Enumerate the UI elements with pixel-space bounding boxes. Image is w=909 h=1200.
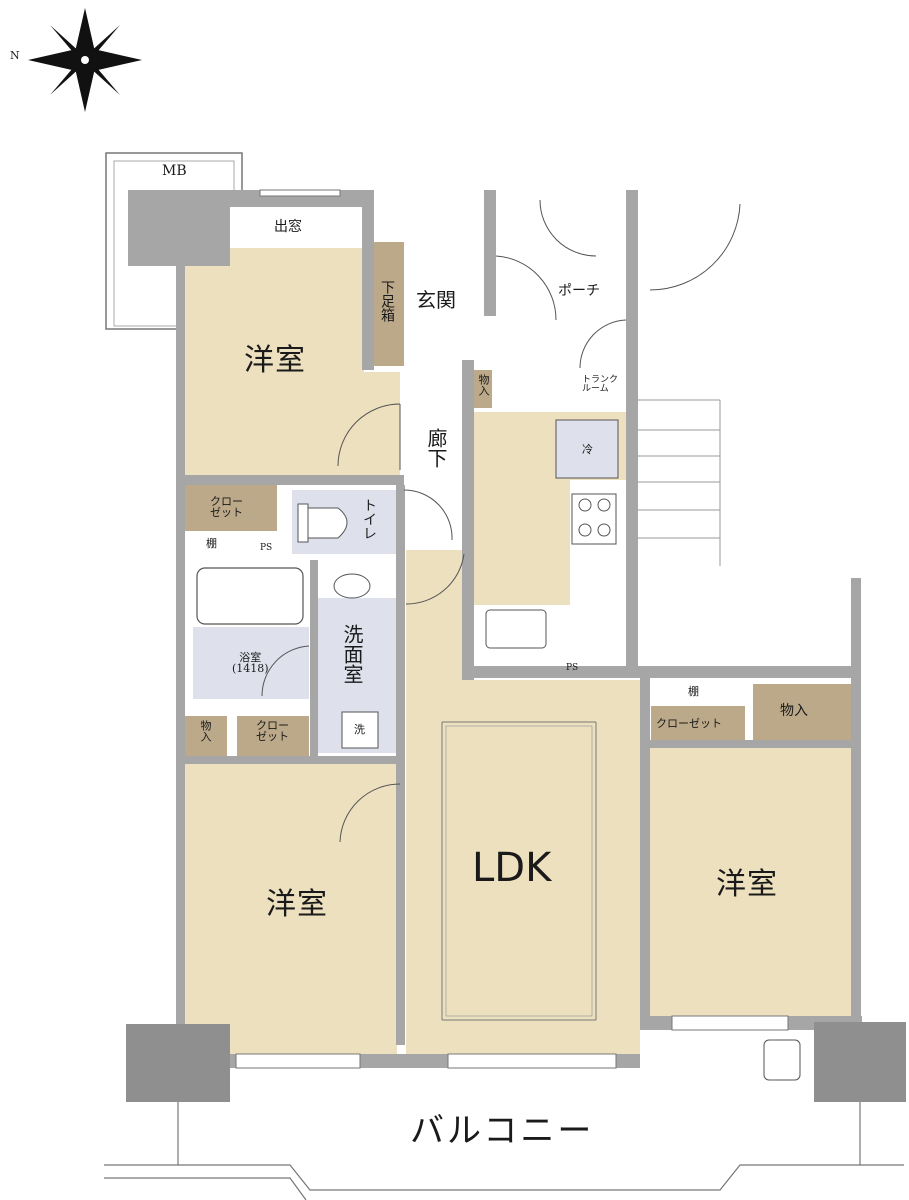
demado-area	[230, 207, 364, 248]
balcony-label: バルコニー	[410, 1111, 595, 1151]
compass-north-label: N	[10, 49, 20, 62]
monoire-small	[474, 370, 492, 408]
bathtub	[196, 567, 304, 625]
fridge-box	[555, 419, 619, 479]
kitchen-counter	[474, 412, 570, 605]
sink	[485, 609, 547, 649]
western-room-sw-label: 洋室	[266, 887, 328, 922]
ldk-label: LDK	[472, 845, 552, 891]
western-room-sw	[183, 764, 397, 1054]
compass-icon	[28, 8, 142, 112]
genkan-label: 玄関	[416, 288, 456, 312]
closet-sw	[237, 716, 309, 756]
monoire-small-label: 物入	[477, 374, 490, 396]
balcony-rail	[104, 1102, 904, 1200]
ac-unit	[763, 1039, 801, 1081]
fridge-label: 冷	[582, 443, 593, 456]
demado-label: 出窓	[274, 219, 302, 235]
shoe-box-label: 下足箱	[379, 280, 395, 322]
mb-label: MB	[162, 163, 187, 179]
ps-kitchen-label: PS	[566, 663, 579, 673]
western-room-nw-label: 洋室	[244, 343, 306, 378]
door-swings	[261, 199, 741, 843]
closet-nw-label: クロー ゼット	[210, 495, 243, 519]
bath-label: 浴室 (1418)	[232, 651, 269, 675]
pillar-sw	[126, 1024, 230, 1102]
shoe-box	[374, 242, 404, 366]
trunk-room-label: トランク ルーム	[582, 375, 619, 394]
closet-e-label: クローゼット	[656, 717, 722, 730]
monoire-e	[753, 684, 851, 740]
closet-e	[651, 706, 745, 740]
monoire-e-label: 物入	[780, 703, 808, 719]
porch-label: ポーチ	[558, 283, 600, 299]
tana-w-label: 棚	[206, 537, 217, 550]
stairs	[638, 399, 721, 566]
western-room-nw	[185, 248, 400, 475]
ps-w-label: PS	[260, 543, 273, 553]
ldk-rug	[441, 721, 597, 1021]
closet-sw-label: クロー ゼット	[256, 719, 289, 743]
rouka-label: 廊下	[424, 428, 448, 468]
western-room-e-label: 洋室	[716, 867, 778, 902]
washroom-label: 洗面室	[340, 624, 364, 684]
washer-label: 洗	[354, 723, 365, 736]
monoire-sw	[185, 716, 227, 756]
western-room-e	[650, 748, 852, 1016]
monoire-sw-label: 物入	[199, 720, 212, 742]
closet-nw	[185, 485, 277, 531]
tana-e-label: 棚	[688, 685, 699, 698]
toilet-label: トイレ	[361, 498, 377, 540]
washer-box	[341, 711, 379, 749]
bathroom	[193, 627, 309, 699]
pillar-se	[814, 1022, 906, 1102]
